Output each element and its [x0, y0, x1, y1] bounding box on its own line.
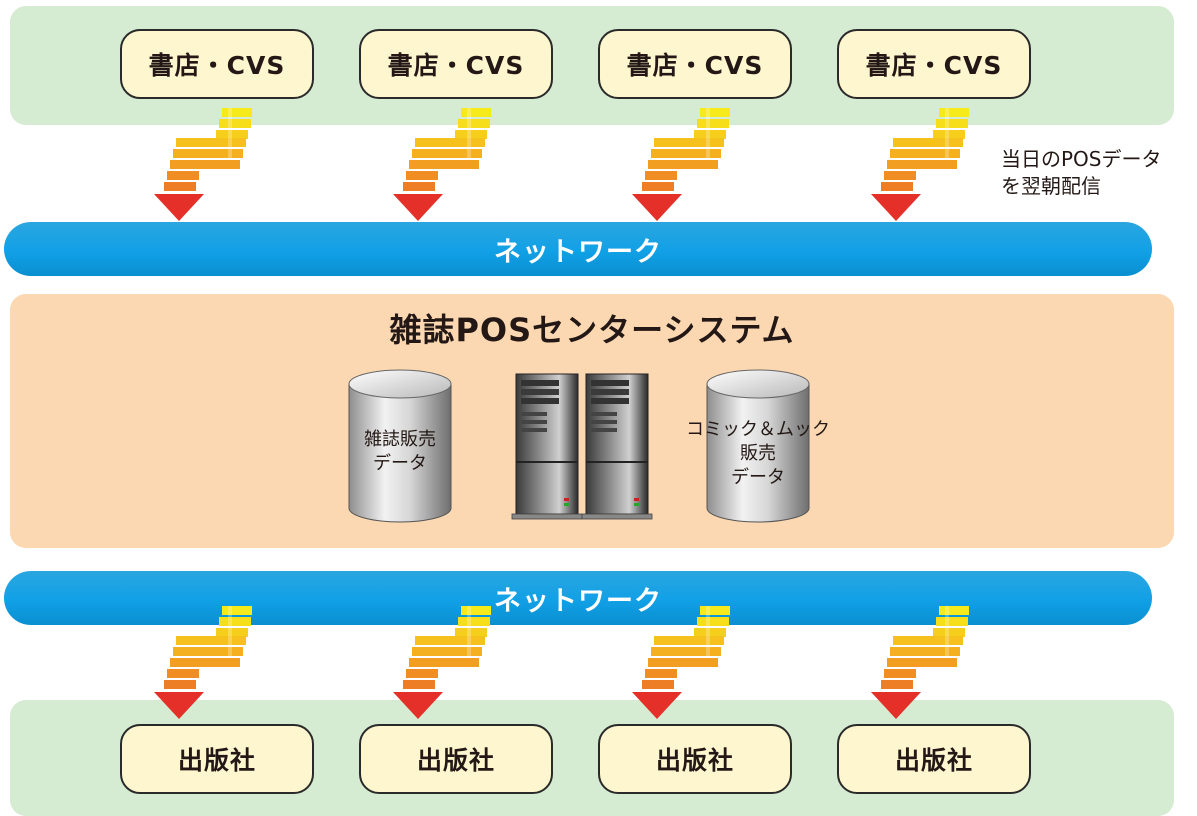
database-cylinder-icon	[348, 369, 452, 523]
lightning-arrow-icon	[871, 606, 969, 719]
lightning-arrow-icon	[632, 606, 730, 719]
publisher-node: 出版社	[359, 724, 553, 794]
store-node: 書店・CVS	[837, 29, 1031, 99]
lightning-arrow-icon	[393, 606, 491, 719]
publisher-node: 出版社	[837, 724, 1031, 794]
store-node: 書店・CVS	[598, 29, 792, 99]
store-node: 書店・CVS	[120, 29, 314, 99]
lightning-arrow-icon	[154, 108, 252, 221]
center-title: 雑誌POSセンターシステム	[389, 311, 795, 349]
lightning-arrow-icon	[154, 606, 252, 719]
store-node: 書店・CVS	[359, 29, 553, 99]
network-top: ネットワーク	[4, 222, 1152, 276]
publisher-node: 出版社	[120, 724, 314, 794]
lightning-arrow-icon	[871, 108, 969, 221]
database-cylinder-icon	[706, 369, 810, 523]
lightning-arrow-icon	[393, 108, 491, 221]
db-left-label: 雑誌販売 データ	[364, 429, 436, 474]
network-bottom: ネットワーク	[4, 571, 1152, 625]
delivery-note: 当日のPOSデータ を翌朝配信	[1001, 147, 1162, 198]
lightning-arrow-icon	[632, 108, 730, 221]
publisher-node: 出版社	[598, 724, 792, 794]
db-right-label: コミック＆ムック 販売 データ	[686, 419, 830, 488]
server-rack-icon	[511, 373, 653, 520]
